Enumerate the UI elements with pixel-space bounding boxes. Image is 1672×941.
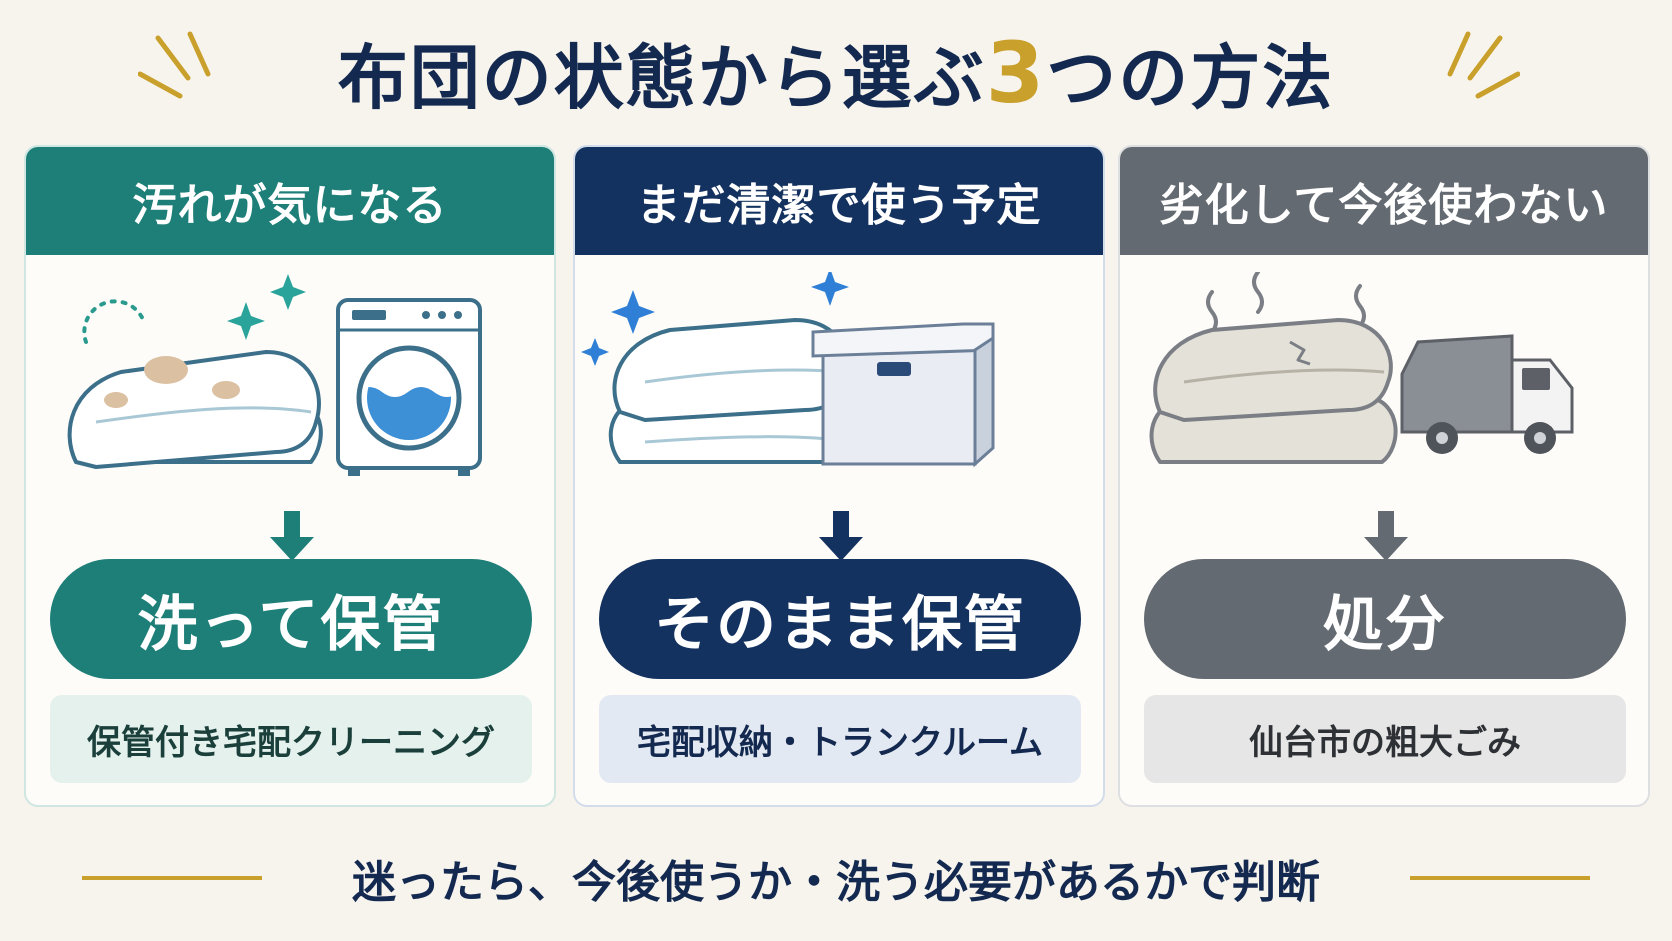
card-method: 保管付き宅配クリーニング xyxy=(50,695,532,783)
stain-icon xyxy=(104,356,240,408)
folded-futon-icon xyxy=(1149,318,1398,464)
sparkle-icon xyxy=(227,274,306,340)
card-action: 洗って保管 xyxy=(50,559,532,679)
arrow-down-icon xyxy=(819,511,863,561)
footer-divider-right xyxy=(1410,876,1590,880)
clean-futon-box-illustration xyxy=(581,272,995,468)
accent-lines-icon xyxy=(1447,31,1520,99)
title-number: 3 xyxy=(985,23,1047,122)
dotted-circle-icon xyxy=(82,299,146,344)
card-condition: 汚れが気になる xyxy=(26,147,554,255)
card-method: 宅配収納・トランクルーム xyxy=(599,695,1081,783)
storage-box-icon xyxy=(811,322,995,468)
card-dispose: 劣化して今後使わない xyxy=(1118,145,1650,807)
card-store-as-is: まだ清潔で使う予定 そのまま保管 宅配収納・トラ xyxy=(573,145,1105,807)
footer-guidance: 迷ったら、今後使うか・洗う必要があるかで判断 xyxy=(352,857,1320,908)
card-condition: 劣化して今後使わない xyxy=(1120,147,1648,255)
odor-icon xyxy=(1206,272,1366,334)
sparkle-icon xyxy=(581,272,849,366)
card-wash-and-store: 汚れが気になる xyxy=(24,145,556,807)
washing-machine-icon xyxy=(336,298,482,476)
folded-futon-icon xyxy=(608,318,856,464)
page-title: 布団の状態から選ぶ3つの方法 xyxy=(337,23,1335,122)
garbage-truck-icon xyxy=(1400,334,1574,454)
dirty-futon-washer-illustration xyxy=(67,274,482,476)
card-action: 処分 xyxy=(1144,559,1626,679)
footer-divider-left xyxy=(82,876,262,880)
card-condition: まだ清潔で使う予定 xyxy=(575,147,1103,255)
arrow-down-icon xyxy=(1364,511,1408,561)
worn-futon-truck-illustration xyxy=(1149,272,1574,464)
folded-futon-icon xyxy=(67,350,323,469)
card-action: そのまま保管 xyxy=(599,559,1081,679)
card-method: 仙台市の粗大ごみ xyxy=(1144,695,1626,783)
accent-lines-icon xyxy=(138,31,211,99)
arrow-down-icon xyxy=(270,511,314,561)
